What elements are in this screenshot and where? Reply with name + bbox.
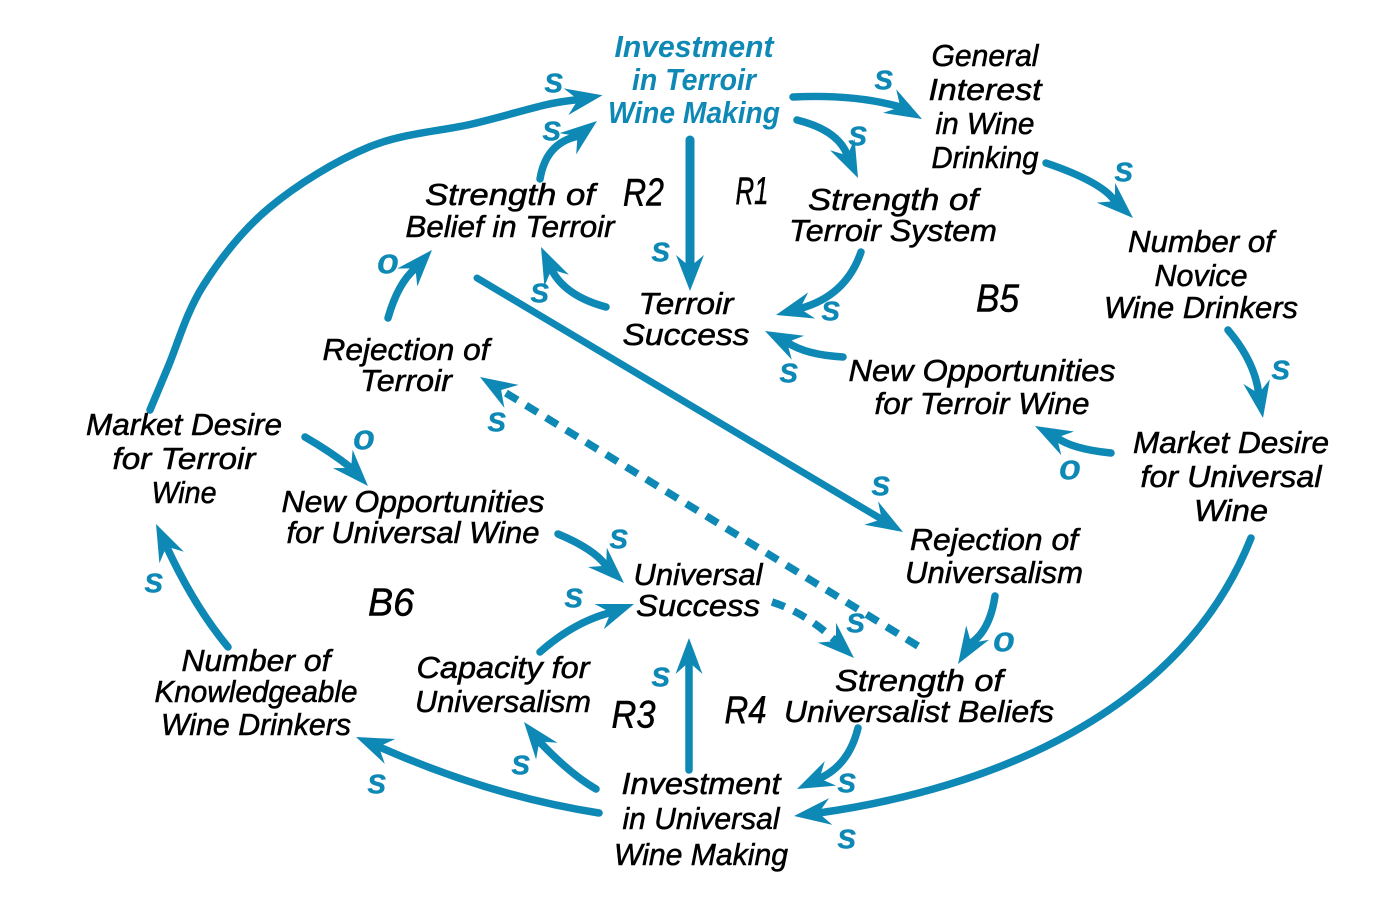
svg-text:New Opportunities: New Opportunities <box>282 484 545 519</box>
svg-text:R1: R1 <box>736 170 769 213</box>
svg-text:Drinking: Drinking <box>932 140 1039 175</box>
svg-text:R4: R4 <box>725 689 767 732</box>
svg-text:s: s <box>651 653 671 694</box>
svg-text:Strength of: Strength of <box>425 177 599 212</box>
svg-text:in Terroir: in Terroir <box>632 62 758 97</box>
svg-text:Universalist Beliefs: Universalist Beliefs <box>784 694 1054 729</box>
svg-text:Universal: Universal <box>634 557 764 592</box>
svg-text:for Terroir Wine: for Terroir Wine <box>875 386 1090 421</box>
svg-text:Terroir System: Terroir System <box>789 213 997 248</box>
svg-text:Universalism: Universalism <box>905 555 1083 590</box>
svg-text:s: s <box>848 112 868 153</box>
svg-text:Wine: Wine <box>1194 493 1268 528</box>
svg-text:New Opportunities: New Opportunities <box>849 353 1116 388</box>
svg-text:B5: B5 <box>976 278 1019 321</box>
svg-text:Success: Success <box>623 317 750 352</box>
svg-text:for Terroir: for Terroir <box>113 441 258 476</box>
svg-text:o: o <box>353 416 375 457</box>
svg-text:Number of: Number of <box>1128 224 1277 259</box>
svg-text:General: General <box>932 38 1040 73</box>
svg-text:Investment: Investment <box>615 29 776 64</box>
svg-text:R3: R3 <box>612 694 656 737</box>
svg-text:Rejection of: Rejection of <box>910 522 1081 557</box>
svg-text:s: s <box>846 599 866 640</box>
svg-text:s: s <box>144 559 164 600</box>
svg-text:Investment: Investment <box>622 766 782 801</box>
svg-text:Market Desire: Market Desire <box>86 407 282 442</box>
svg-text:s: s <box>609 515 629 556</box>
svg-text:s: s <box>544 59 564 100</box>
svg-text:in Wine: in Wine <box>936 106 1035 141</box>
svg-text:in Universal: in Universal <box>623 801 781 836</box>
svg-text:Universalism: Universalism <box>415 684 591 719</box>
svg-text:s: s <box>564 574 584 615</box>
svg-text:Success: Success <box>636 588 760 623</box>
svg-text:Wine Drinkers: Wine Drinkers <box>1104 290 1298 325</box>
svg-text:Wine Making: Wine Making <box>614 837 788 872</box>
svg-text:Novice: Novice <box>1155 258 1248 293</box>
svg-text:for Universal Wine: for Universal Wine <box>287 515 540 550</box>
svg-text:s: s <box>874 56 894 97</box>
svg-text:Market Desire: Market Desire <box>1133 425 1329 460</box>
svg-text:Knowledgeable: Knowledgeable <box>155 674 358 709</box>
svg-text:o: o <box>377 240 399 281</box>
svg-text:s: s <box>651 228 671 269</box>
svg-text:s: s <box>1271 346 1291 387</box>
svg-text:Number of: Number of <box>182 643 334 678</box>
svg-text:Terroir: Terroir <box>360 363 454 398</box>
svg-text:s: s <box>837 815 857 856</box>
svg-text:s: s <box>1114 148 1134 189</box>
svg-text:o: o <box>1059 446 1081 487</box>
svg-text:o: o <box>993 618 1015 659</box>
svg-text:Capacity for: Capacity for <box>417 650 592 685</box>
svg-text:Wine Making: Wine Making <box>608 95 780 130</box>
svg-text:Rejection of: Rejection of <box>323 332 493 367</box>
svg-text:s: s <box>779 349 799 390</box>
svg-text:s: s <box>837 759 857 800</box>
svg-text:Belief in Terroir: Belief in Terroir <box>406 209 617 244</box>
svg-text:Wine: Wine <box>152 475 217 510</box>
svg-text:Terroir: Terroir <box>639 286 736 321</box>
svg-text:s: s <box>542 107 562 148</box>
svg-text:Strength of: Strength of <box>835 663 1007 698</box>
svg-text:Strength of: Strength of <box>808 182 982 217</box>
svg-text:Interest: Interest <box>929 72 1044 107</box>
svg-text:for Universal: for Universal <box>1141 459 1323 494</box>
svg-text:s: s <box>530 269 550 310</box>
svg-text:s: s <box>511 741 531 782</box>
svg-text:R2: R2 <box>623 172 664 215</box>
svg-text:B6: B6 <box>368 582 414 625</box>
svg-text:Wine Drinkers: Wine Drinkers <box>161 707 351 742</box>
svg-text:s: s <box>871 462 891 503</box>
svg-text:s: s <box>821 287 841 328</box>
svg-text:s: s <box>487 398 507 439</box>
svg-text:s: s <box>367 760 387 801</box>
